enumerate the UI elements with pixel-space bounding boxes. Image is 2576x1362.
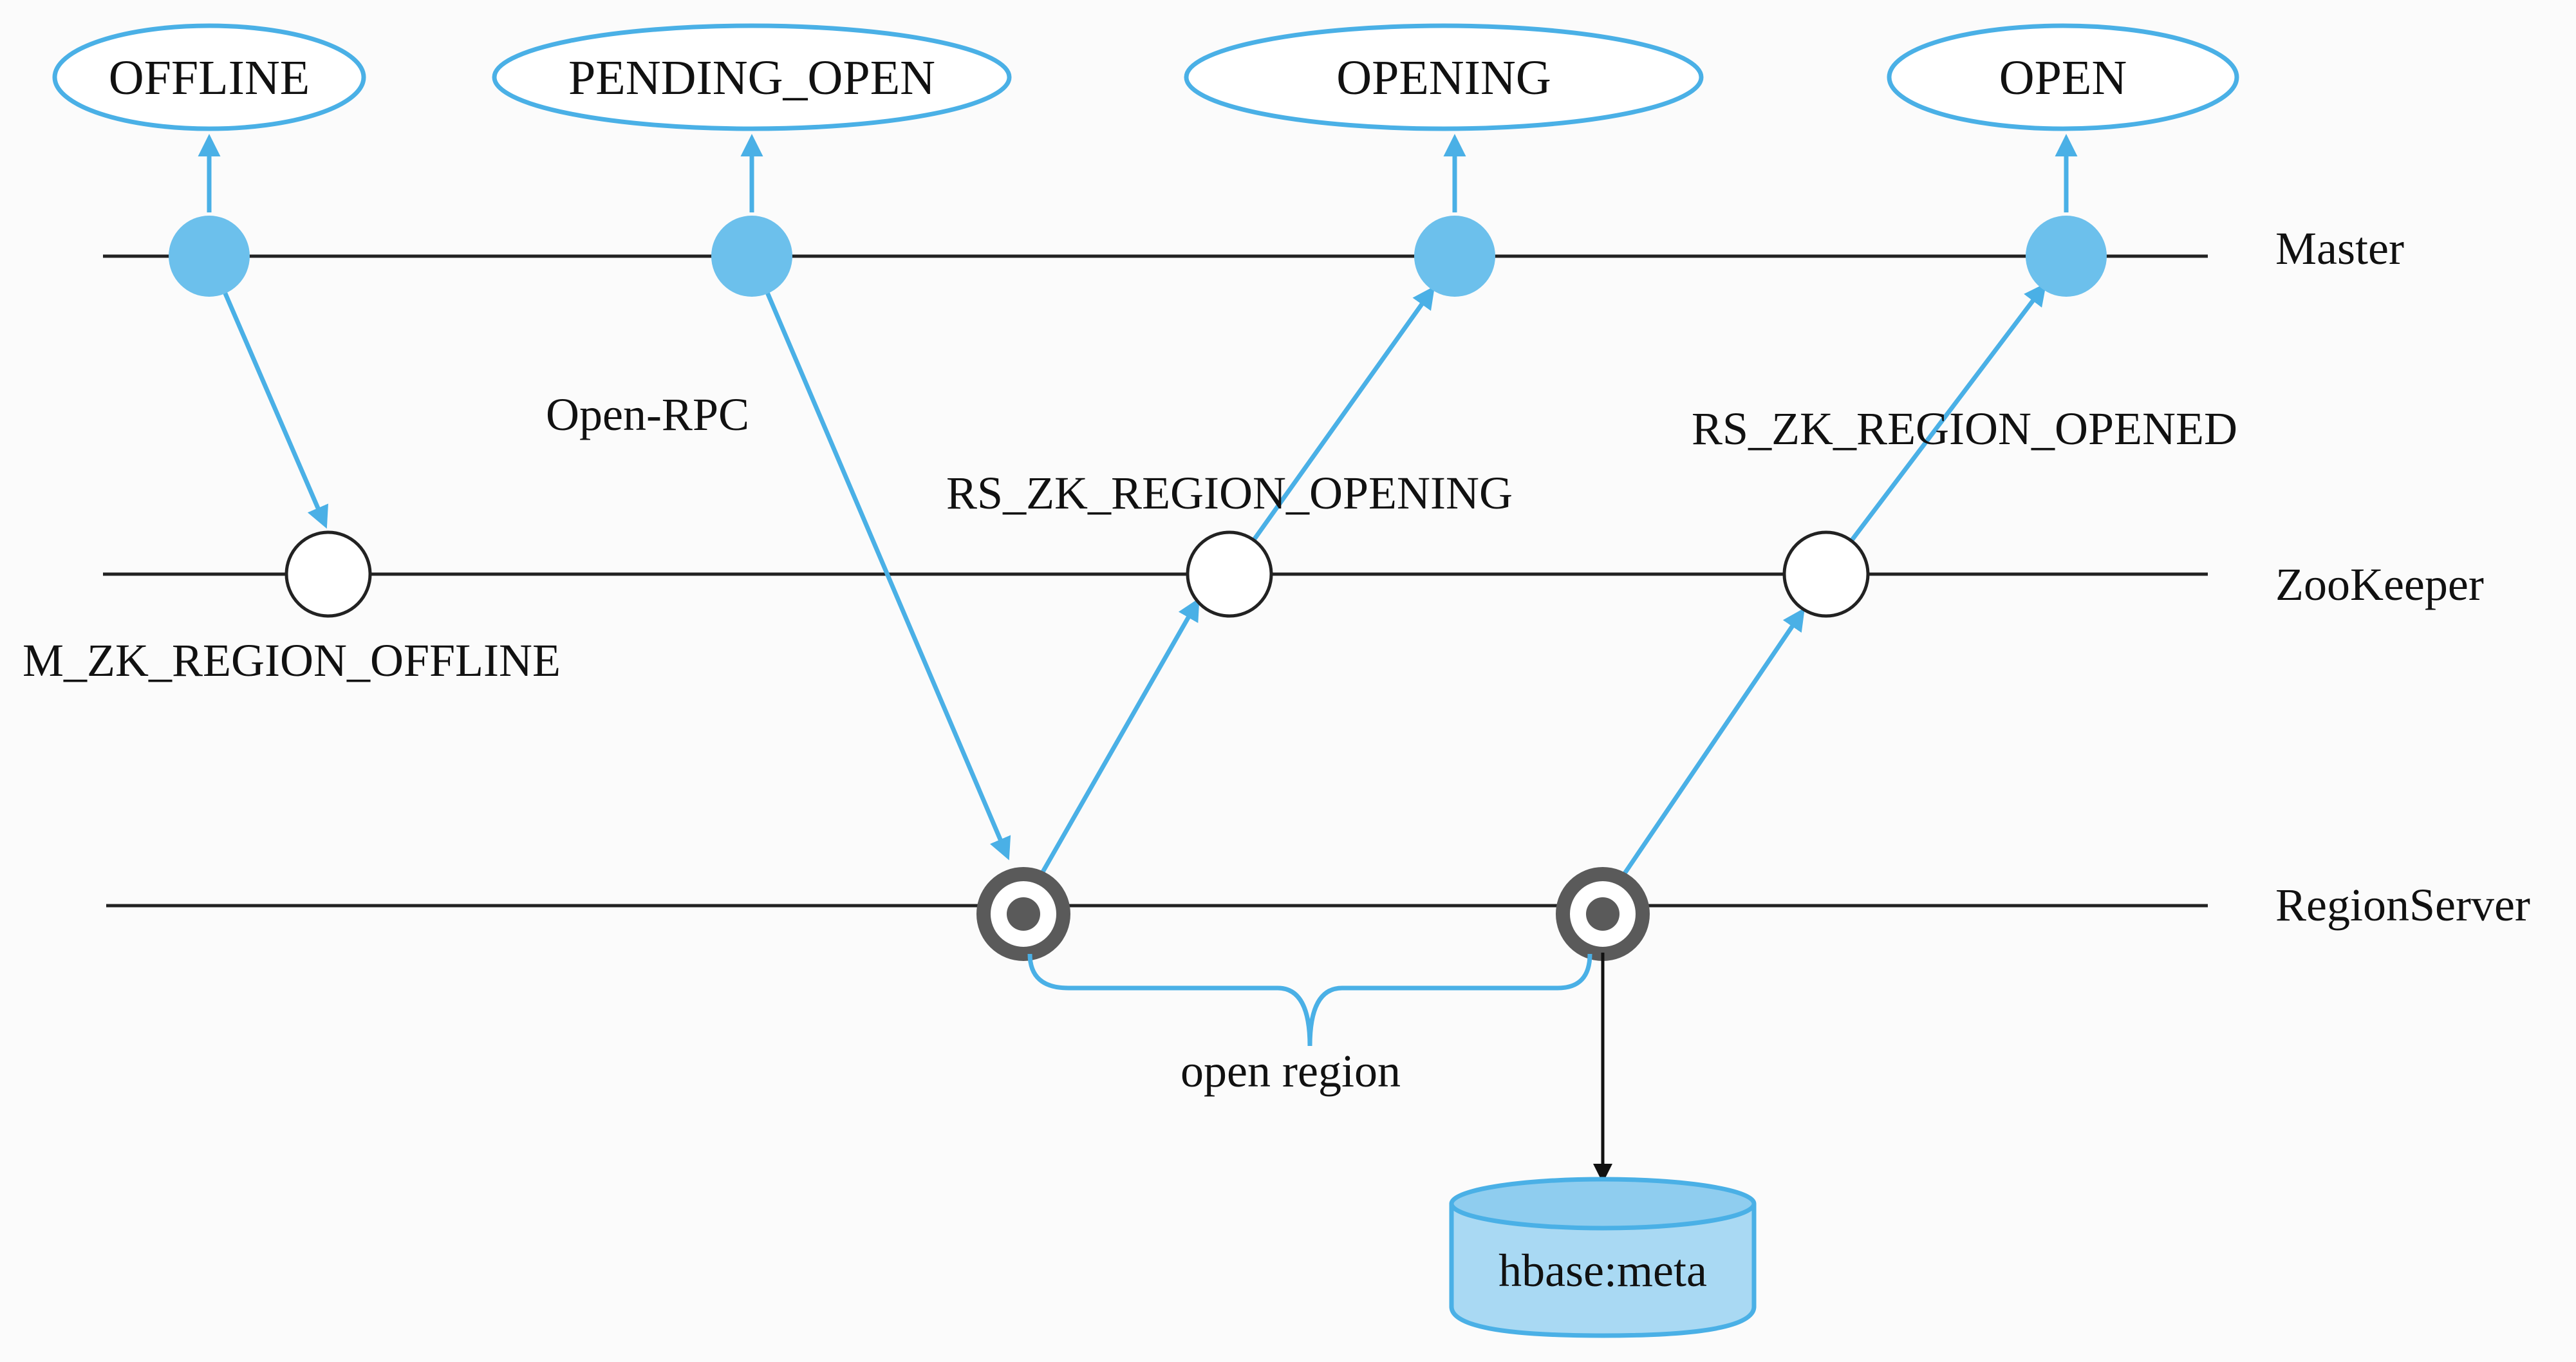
state-opening-label: OPENING xyxy=(1336,51,1551,105)
zk-node-opening xyxy=(1186,530,1273,618)
rs-node-open-end xyxy=(1556,867,1650,961)
state-offline: OFFLINE xyxy=(52,23,366,131)
arrow-open-rpc xyxy=(749,255,1011,861)
state-open: OPEN xyxy=(1887,23,2239,131)
state-offline-label: OFFLINE xyxy=(109,51,310,105)
state-pending-open-label: PENDING_OPEN xyxy=(568,51,935,105)
lane-label-master: Master xyxy=(2275,223,2404,274)
master-dot-offline xyxy=(169,216,250,297)
state-open-label: OPEN xyxy=(1999,51,2127,105)
arrow-master-to-zk-offline xyxy=(207,255,328,529)
master-dot-open xyxy=(2026,216,2107,297)
lane-label-zookeeper: ZooKeeper xyxy=(2275,559,2484,610)
arrow-zk-to-master-opened xyxy=(1824,283,2047,576)
rs-node-open-start xyxy=(976,867,1070,961)
event-m-zk-region-offline: M_ZK_REGION_OFFLINE xyxy=(23,635,561,686)
event-rs-zk-region-opening: RS_ZK_REGION_OPENING xyxy=(946,467,1513,519)
zk-node-opened xyxy=(1782,530,1870,618)
master-dot-pending-open xyxy=(711,216,792,297)
event-rs-zk-region-opened: RS_ZK_REGION_OPENED xyxy=(1692,403,2237,454)
arrow-rs-to-zk-opened xyxy=(1601,608,1805,907)
open-region-brace xyxy=(1027,953,1592,1047)
event-open-rpc: Open-RPC xyxy=(546,389,749,440)
open-region-label: open region xyxy=(1181,1045,1401,1097)
state-pending-open: PENDING_OPEN xyxy=(492,23,1012,131)
arrow-zk-to-master-opening xyxy=(1227,286,1435,576)
zk-node-offline xyxy=(285,530,372,618)
state-opening: OPENING xyxy=(1184,23,1704,131)
lane-label-regionserver: RegionServer xyxy=(2275,879,2530,931)
master-dot-opening xyxy=(1414,216,1495,297)
hbase-meta-database: hbase:meta xyxy=(1449,1177,1757,1338)
hbase-meta-label: hbase:meta xyxy=(1498,1245,1707,1296)
arrow-rs-to-zk-opening xyxy=(1021,597,1200,907)
